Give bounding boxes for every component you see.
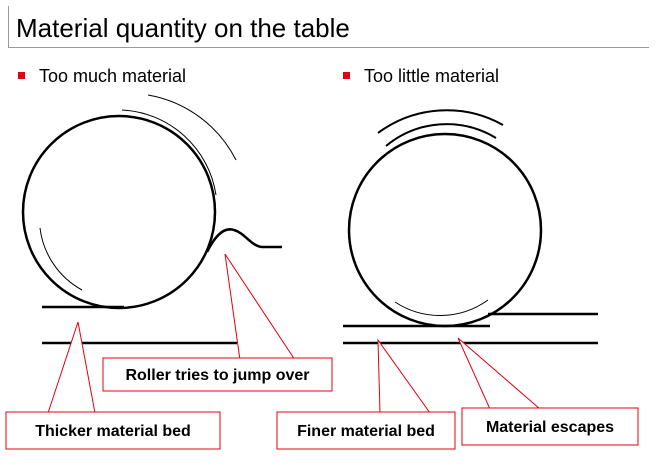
material-heap-ridge [205,228,282,253]
motion-arc-inner-right [385,123,497,147]
roller-shading-arc-right [394,299,489,316]
bullet-too-much-material: Too much material [18,65,186,87]
callout-pointer-thicker-bed [47,321,96,414]
callout-text-roller-jump: Roller tries to jump over [125,367,309,384]
callout-pointer-finer-bed [377,338,431,414]
callout-text-finer-bed: Finer material bed [297,423,435,440]
roller-circle-left [21,114,217,310]
roller-circle-right [347,132,543,328]
motion-arc-inner-left [121,109,217,196]
title-rule [8,47,649,48]
callout-finer-bed: Finer material bed [276,411,456,450]
too-much-material-diagram [21,94,282,345]
callout-pointers [47,253,542,414]
callout-box-thicker-bed [5,411,221,450]
callout-roller-jump: Roller tries to jump over [102,357,333,392]
roller-shading-arc-left [39,227,83,291]
bullet-marker [18,71,25,79]
bullet-too-little-material: Too little material [343,65,499,87]
callout-thicker-bed: Thicker material bed [5,411,221,450]
motion-arc-outer-right [377,109,504,134]
callout-material-escapes: Material escapes [461,407,639,446]
page-title: Material quantity on the table [16,13,350,43]
callout-box-finer-bed [276,411,456,450]
callout-text-material-escapes: Material escapes [486,419,614,436]
bullet-label-too-much: Too much material [39,66,187,86]
motion-arc-outer-left [147,94,237,161]
bullet-label-too-little: Too little material [364,66,500,86]
callout-text-thicker-bed: Thicker material bed [35,423,191,440]
title-rule-left [8,6,9,47]
callout-pointer-material-escapes [457,337,542,410]
bullet-marker [343,71,350,79]
callout-box-roller-jump [102,357,333,392]
too-little-material-diagram [343,109,598,345]
callout-box-material-escapes [461,407,639,446]
